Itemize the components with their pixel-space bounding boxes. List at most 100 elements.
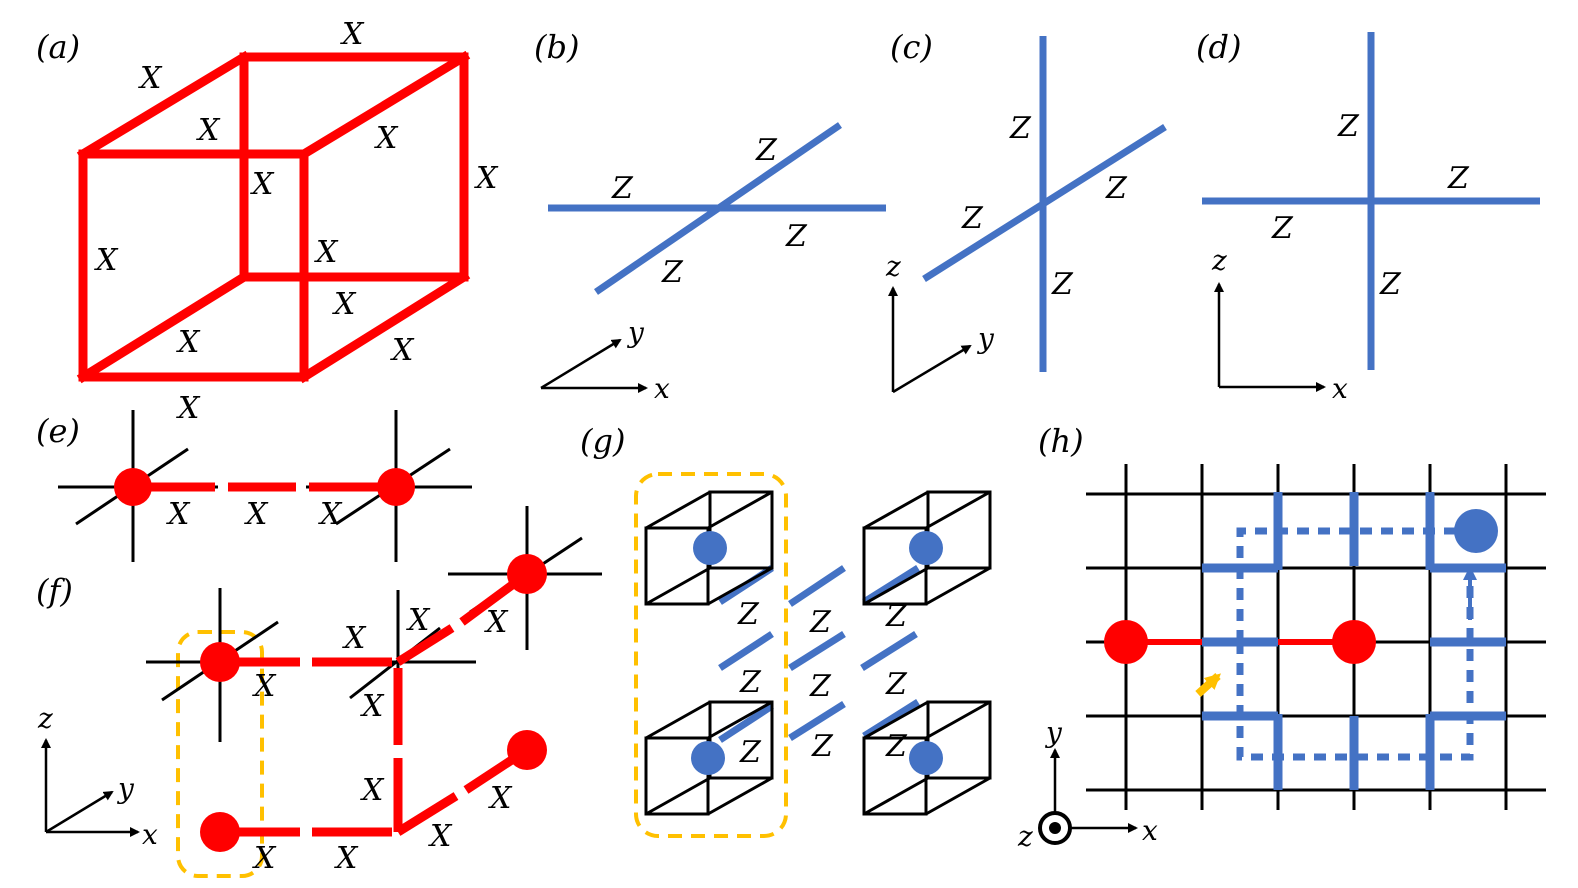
panel-label-d: (d) [1196, 28, 1241, 66]
op-label: X [196, 113, 221, 148]
excitation-dot [1104, 620, 1148, 664]
op-label: X [314, 235, 339, 270]
excitation-dot [377, 468, 415, 506]
op-label: Z [885, 599, 908, 634]
gold-pointer-arrow [1195, 673, 1221, 697]
out-of-plane-dot [1049, 822, 1061, 834]
axes-f [41, 738, 140, 837]
op-label: X [428, 819, 453, 854]
axis-label-z: z [1017, 820, 1033, 853]
op-label: Z [661, 255, 684, 290]
panel-label-h: (h) [1038, 422, 1084, 460]
op-label: X [374, 121, 399, 156]
op-label: Z [737, 597, 760, 632]
panel-label-f: (f) [36, 572, 73, 610]
op-label: X [406, 603, 431, 638]
panel-label-c: (c) [890, 28, 933, 66]
op-label: X [250, 167, 275, 202]
op-label: Z [1337, 109, 1360, 144]
op-label: Z [1271, 211, 1294, 246]
op-label: Z [1379, 267, 1402, 302]
op-label: Z [785, 219, 808, 254]
op-label: Z [811, 729, 834, 764]
op-label: Z [961, 201, 984, 236]
cube-g-4 [862, 700, 992, 816]
highlight-box-g [634, 472, 788, 838]
excitation-dot [693, 531, 727, 565]
op-label: Z [809, 669, 832, 704]
panel-c: (c) Z Z Z Z z y [885, 28, 1167, 394]
panel-b: (b) Z Z Z Z x y [534, 28, 886, 405]
op-label: X [360, 773, 385, 808]
highlight-box-f [176, 630, 264, 878]
panel-f: (f) X X X [36, 506, 602, 878]
cube-g-1 [644, 490, 774, 606]
axis-label-x: x [1332, 372, 1348, 405]
panel-label-e: (e) [36, 412, 80, 450]
axis-label-x: x [1142, 814, 1158, 847]
op-label: X [94, 243, 119, 278]
op-label: X [488, 781, 513, 816]
axes-b [540, 338, 648, 393]
op-label: Z [1105, 171, 1128, 206]
excitation-dot [507, 730, 547, 770]
op-label: X [176, 325, 201, 360]
excitation-dot [114, 468, 152, 506]
excitation-dot [691, 741, 725, 775]
excitation-dot [507, 554, 547, 594]
z-star-xz [1202, 32, 1540, 370]
op-label: Z [1009, 111, 1032, 146]
axes-d [1214, 282, 1326, 392]
panel-a: (a) X X X X X X X X X X X X [36, 17, 499, 426]
cube-g-2 [862, 490, 992, 606]
op-label: X [484, 605, 509, 640]
op-label: Z [809, 605, 832, 640]
panel-e: (e) X X X [36, 410, 472, 562]
z-star-yz [922, 36, 1167, 372]
axis-label-x: x [654, 372, 670, 405]
cube-x-labels: X X X X X X X X X X X X [94, 17, 499, 426]
op-label: X [390, 333, 415, 368]
op-label: X [176, 391, 201, 426]
axis-label-y: y [1044, 716, 1063, 749]
op-label: Z [1447, 161, 1470, 196]
x-string-f [220, 570, 530, 837]
op-label: X [332, 287, 357, 322]
axis-label-x: x [142, 818, 158, 851]
op-label: Z [755, 133, 778, 168]
op-label: X [334, 841, 359, 876]
axis-label-z: z [1211, 244, 1227, 277]
cube-red-x-edges [76, 50, 471, 384]
panel-label-b: (b) [534, 28, 579, 66]
op-label: Z [739, 665, 762, 700]
excitation-dot [200, 812, 240, 852]
axis-label-z: z [37, 702, 53, 735]
axis-label-z: z [885, 250, 901, 283]
axis-label-y: y [626, 316, 645, 349]
cube-g-3 [644, 700, 774, 816]
panel-label-g: (g) [580, 422, 625, 460]
dotted-path-h [1236, 527, 1474, 761]
axes-c [888, 286, 972, 394]
op-label: Z [1051, 267, 1074, 302]
op-label: X [138, 61, 163, 96]
op-label: X [340, 17, 365, 52]
op-label: X [360, 689, 385, 724]
panel-label-a: (a) [36, 28, 80, 66]
op-label: X [244, 497, 269, 532]
op-label: X [166, 497, 191, 532]
op-label: X [318, 497, 343, 532]
axis-label-y: y [976, 322, 995, 355]
op-label: Z [885, 729, 908, 764]
panel-d: (d) Z Z Z Z z x [1196, 28, 1540, 405]
op-label: X [252, 841, 277, 876]
op-label: X [342, 621, 367, 656]
excitation-dot [1332, 620, 1376, 664]
op-label: Z [611, 171, 634, 206]
excitation-dot [200, 642, 240, 682]
z-star-xy [548, 122, 886, 295]
op-label: Z [739, 735, 762, 770]
panel-g: (g) [580, 422, 992, 838]
op-label: X [252, 669, 277, 704]
